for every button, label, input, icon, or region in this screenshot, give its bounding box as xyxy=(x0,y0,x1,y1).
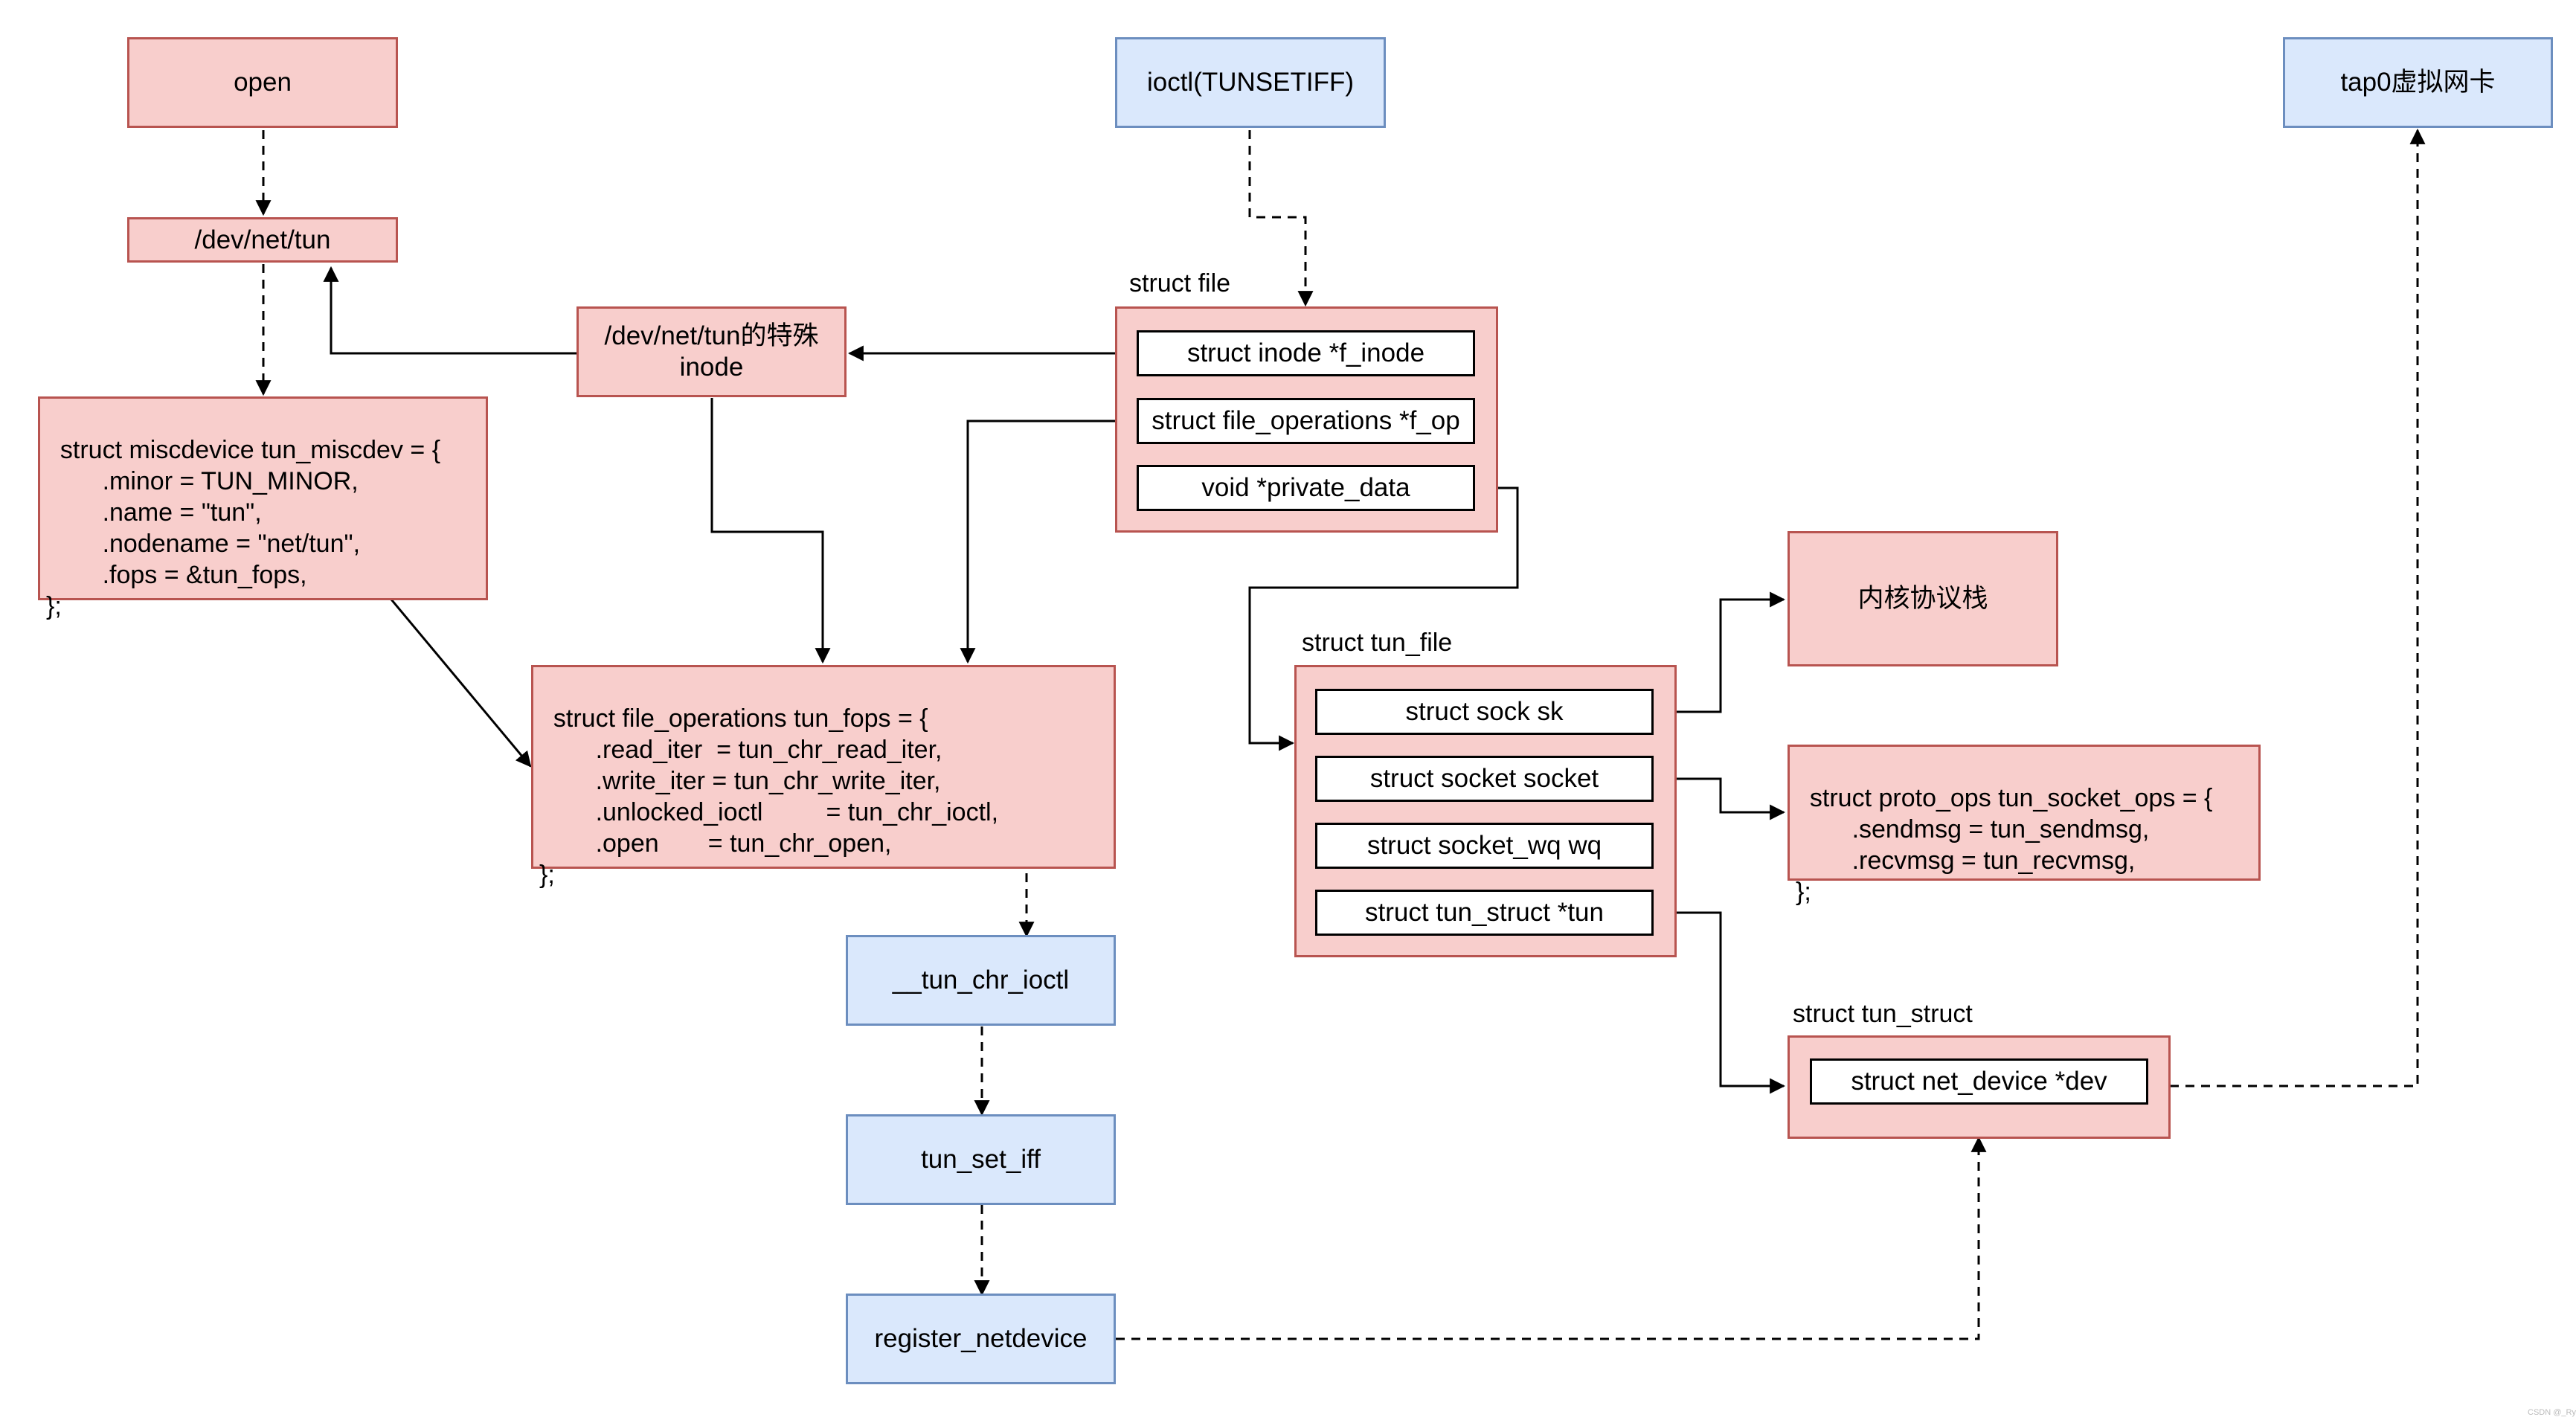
tun-miscdev-code: struct miscdevice tun_miscdev = { .minor… xyxy=(46,436,441,620)
field-wq: struct socket_wq wq xyxy=(1315,823,1654,869)
field-socket: struct socket socket xyxy=(1315,756,1654,802)
struct-tun-file-label: struct tun_file xyxy=(1302,629,1453,657)
struct-file-label: struct file xyxy=(1129,269,1231,298)
field-f-inode-label: struct inode *f_inode xyxy=(1186,338,1425,367)
open-box: open xyxy=(127,37,398,128)
field-net-device: struct net_device *dev xyxy=(1810,1058,2148,1105)
field-socket-label: struct socket socket xyxy=(1369,764,1599,793)
tun-miscdev-box: struct miscdevice tun_miscdev = { .minor… xyxy=(38,396,488,620)
register-netdevice-box: register_netdevice xyxy=(846,1294,1116,1384)
ioctl-label: ioctl(TUNSETIFF) xyxy=(1146,68,1355,97)
field-private-data-label: void *private_data xyxy=(1201,473,1410,502)
edge-tun-to-tun-struct xyxy=(1653,911,1786,1094)
struct-tun-struct-label: struct tun_struct xyxy=(1793,1000,1973,1028)
open-label: open xyxy=(234,68,292,97)
field-private-data: void *private_data xyxy=(1137,465,1475,511)
tun-set-iff-box: tun_set_iff xyxy=(846,1114,1116,1205)
edge-fop-to-fops xyxy=(960,420,1138,664)
tun-chr-ioctl-box: __tun_chr_ioctl xyxy=(846,935,1116,1026)
tun-set-iff-label: tun_set_iff xyxy=(921,1145,1041,1174)
field-tun: struct tun_struct *tun xyxy=(1315,890,1654,936)
field-tun-label: struct tun_struct *tun xyxy=(1365,898,1604,927)
proto-ops-code: struct proto_ops tun_socket_ops = { .sen… xyxy=(1796,784,2213,906)
field-net-device-label: struct net_device *dev xyxy=(1851,1067,2107,1096)
tun-fops-box: struct file_operations tun_fops = { .rea… xyxy=(531,665,1116,889)
proto-ops-box: struct proto_ops tun_socket_ops = { .sen… xyxy=(1788,745,2261,906)
edge-private-data-to-tun-file xyxy=(1248,486,1519,751)
kernel-stack-box: 内核协议栈 xyxy=(1788,531,2058,666)
ioctl-box: ioctl(TUNSETIFF) xyxy=(1115,37,1386,128)
special-inode-label: /dev/net/tun的特殊 inode xyxy=(604,321,819,382)
special-inode-box: /dev/net/tun的特殊 inode xyxy=(576,306,847,397)
field-f-op-label: struct file_operations *f_op xyxy=(1152,406,1460,435)
field-f-op: struct file_operations *f_op xyxy=(1137,398,1475,444)
field-f-inode: struct inode *f_inode xyxy=(1137,330,1475,376)
edge-special-inode-to-fops xyxy=(710,398,831,664)
edge-ioctl-to-struct-file xyxy=(1248,130,1314,307)
field-sk-label: struct sock sk xyxy=(1405,697,1564,726)
register-netdevice-label: register_netdevice xyxy=(874,1324,1088,1353)
tun-fops-code: struct file_operations tun_fops = { .rea… xyxy=(539,704,999,889)
edge-register-to-net-device xyxy=(1116,1136,1987,1340)
tun-chr-ioctl-label: __tun_chr_ioctl xyxy=(892,965,1070,995)
watermark: CSDN @_Ryu xyxy=(2528,1408,2576,1417)
kernel-stack-label: 内核协议栈 xyxy=(1857,584,1988,613)
edge-sk-to-kernel-stack xyxy=(1653,591,1786,713)
tap0-label: tap0虚拟网卡 xyxy=(2340,68,2496,97)
dev-net-tun-box: /dev/net/tun xyxy=(127,217,398,263)
edge-inode-to-devnettun xyxy=(323,266,577,355)
field-sk: struct sock sk xyxy=(1315,689,1654,735)
tap0-box: tap0虚拟网卡 xyxy=(2283,37,2553,128)
dev-net-tun-label: /dev/net/tun xyxy=(194,225,331,254)
field-wq-label: struct socket_wq wq xyxy=(1366,831,1602,860)
edge-socket-to-proto-ops xyxy=(1653,777,1786,820)
edge-net-device-to-tap0 xyxy=(2170,128,2426,1087)
